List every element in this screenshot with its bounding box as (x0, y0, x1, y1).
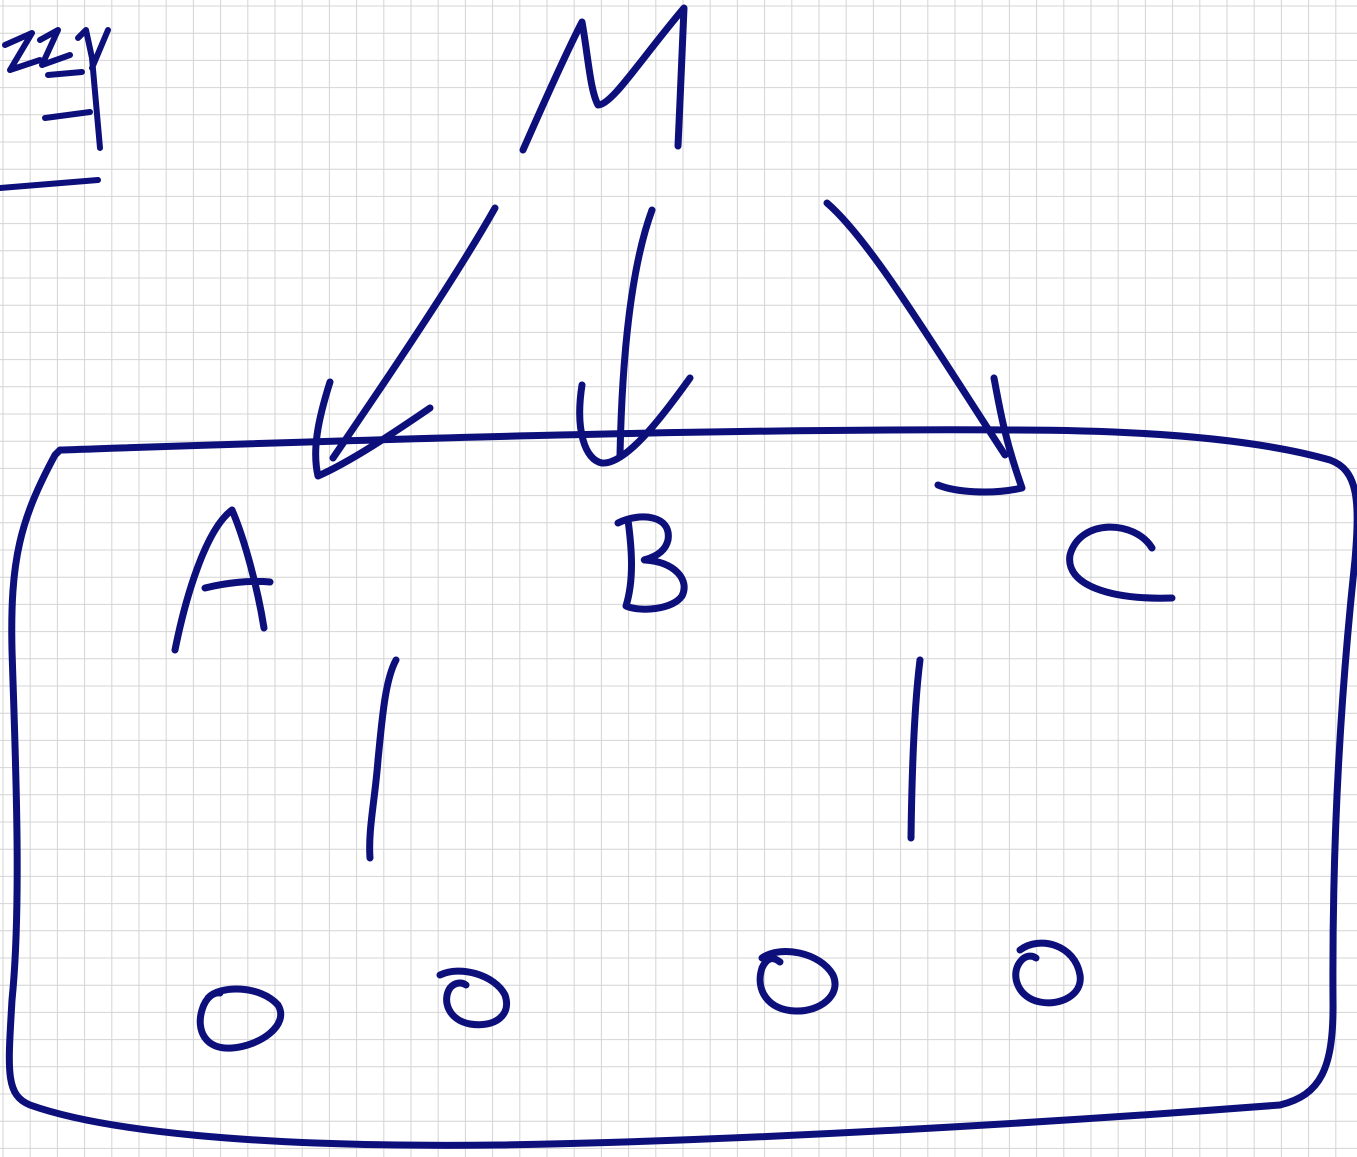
vertical-mark-left (366, 656, 400, 862)
node-m: M (519, 4, 688, 154)
vertical-mark-right (907, 656, 924, 842)
circle-1 (196, 985, 285, 1052)
circle-4 (1012, 939, 1084, 1007)
corner-annotation: ZI (0, 27, 111, 191)
arrow-head (312, 378, 434, 480)
letter-c-glyph (1066, 523, 1176, 602)
letter-m-glyph (519, 4, 688, 154)
circle-2 (436, 967, 510, 1029)
letter-b-glyph (614, 513, 688, 613)
letter-a-glyph (171, 506, 274, 654)
arrow-m-to-a (312, 204, 499, 480)
corner-underline (0, 177, 101, 191)
circle-3 (756, 948, 839, 1015)
arrow-m-to-b (576, 206, 694, 467)
arrow-shaft (329, 204, 499, 462)
arrow-head (576, 374, 694, 467)
arrow-m-to-c (823, 199, 1026, 496)
arrow-head (934, 374, 1026, 496)
arrow-shaft (823, 199, 1009, 459)
node-b: B (614, 513, 688, 613)
corner-scribble (2, 27, 111, 151)
node-c: C (1066, 523, 1176, 602)
arrow-shaft (616, 206, 656, 459)
container-box (5, 426, 1357, 1149)
node-a: A (171, 506, 274, 654)
